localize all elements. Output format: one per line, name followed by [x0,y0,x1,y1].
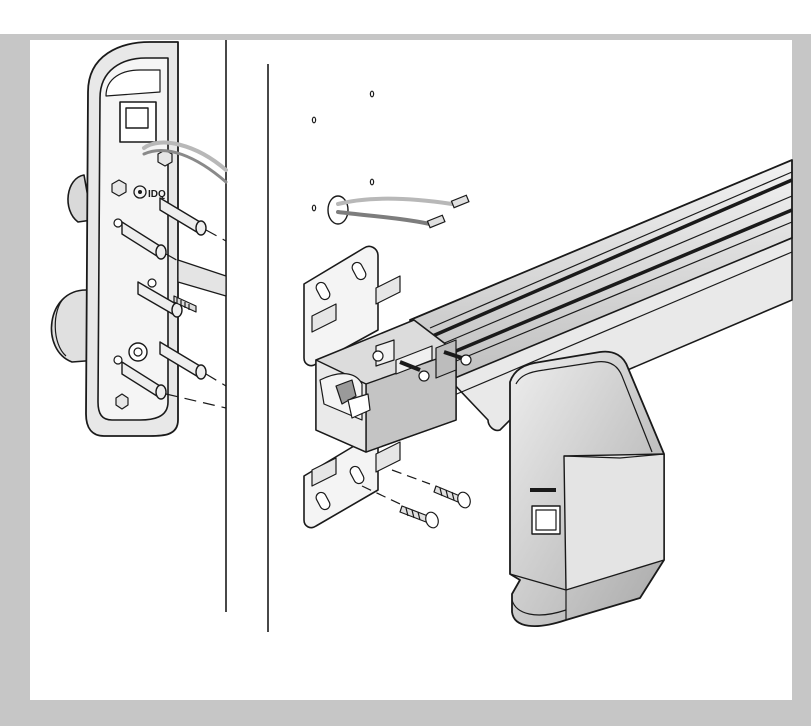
mounting-screw [399,485,471,529]
screw-alignment [361,469,431,505]
fasteners [372,350,472,382]
rail-channel [427,178,793,340]
tailpiece [173,295,197,313]
door-edge-lines [225,40,269,632]
logo-text: IDQ [148,189,166,200]
end-cap-cover [509,350,665,627]
mounting-plate-top [303,245,401,367]
latch-mechanism [315,319,457,453]
exit-device [303,159,793,627]
logo-mark: IDQ [133,185,166,200]
keypad-lock-unit: IDQ [50,41,228,437]
wire-leads [336,194,470,229]
gear-icon [133,185,147,199]
mounting-posts [121,197,207,400]
keypad-wires [142,140,228,184]
